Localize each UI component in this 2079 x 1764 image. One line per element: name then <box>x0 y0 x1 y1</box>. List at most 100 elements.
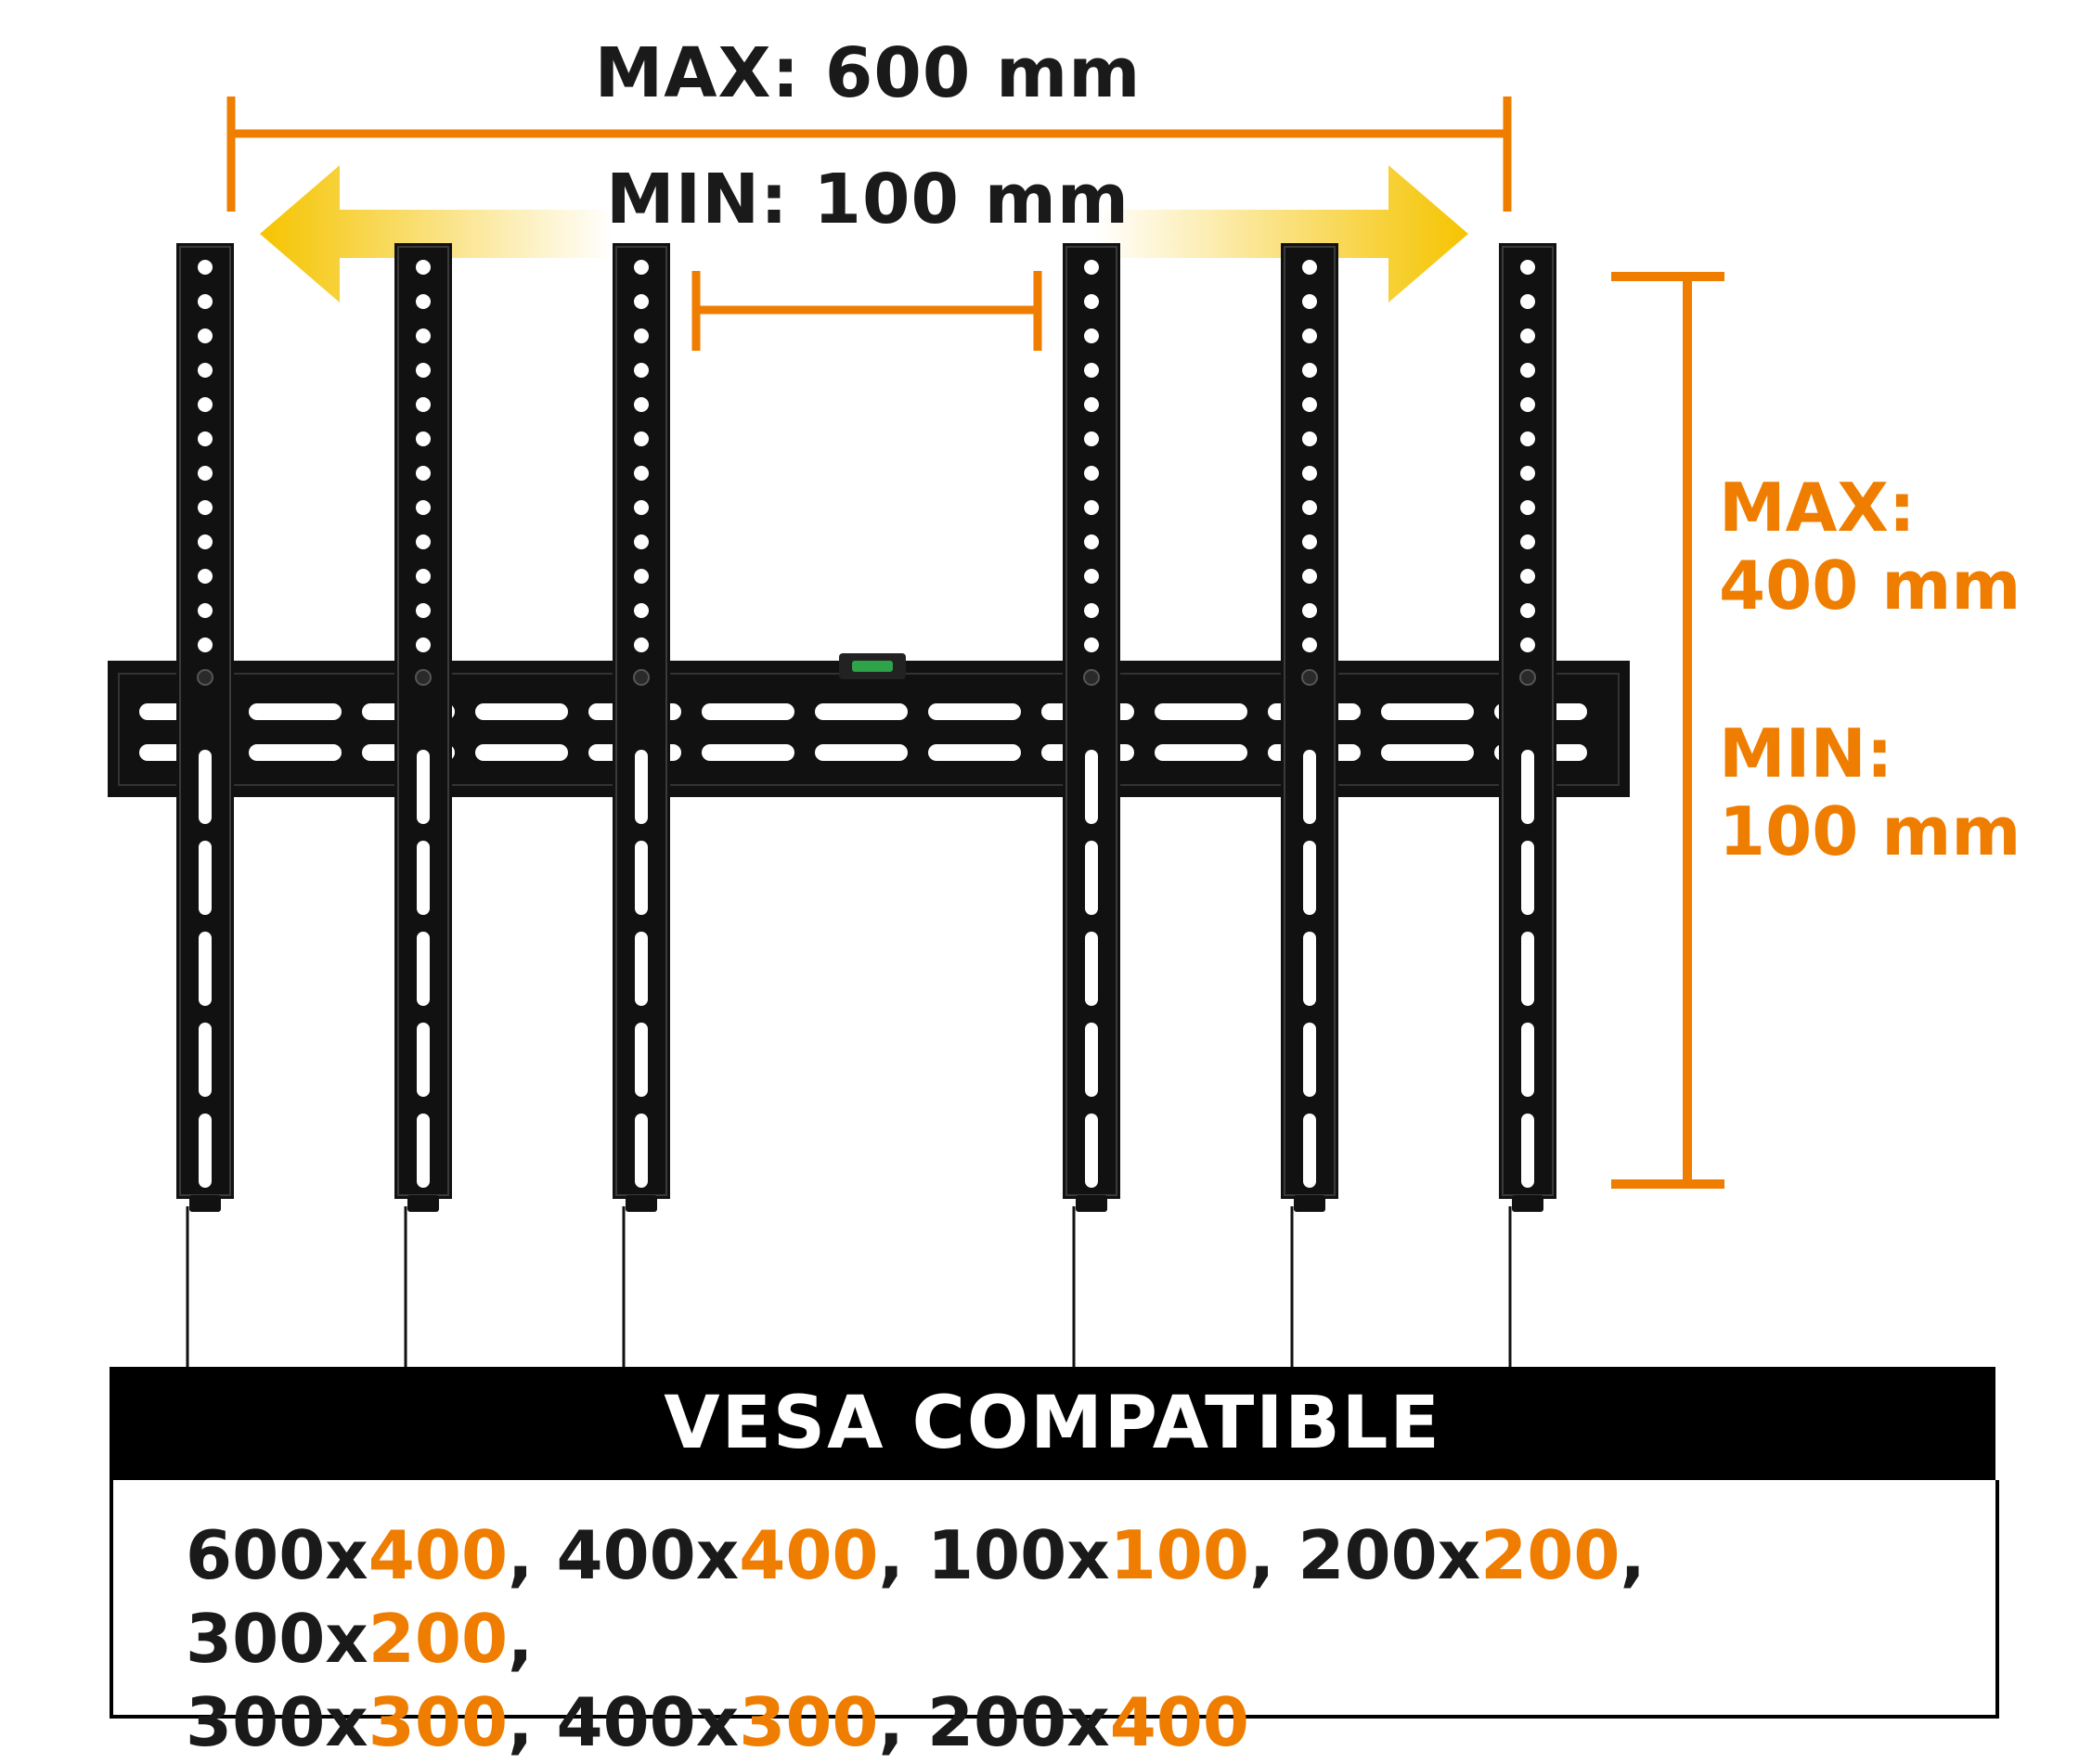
vesa-size-comma: , <box>878 1516 927 1594</box>
vesa-size-height: 200 <box>1480 1516 1621 1594</box>
arm-hole <box>416 431 431 446</box>
vesa-size-width: 100 <box>926 1516 1067 1594</box>
arm-slot <box>199 1114 212 1188</box>
vesa-size-width: 600 <box>186 1516 326 1594</box>
min-width-label: MIN: 100 mm <box>606 160 1130 239</box>
max-height-prefix: MAX: <box>1719 469 1916 547</box>
vesa-size-comma: , <box>878 1683 927 1761</box>
vesa-size-separator: x <box>1437 1516 1481 1594</box>
vesa-size-comma: , <box>508 1600 534 1678</box>
arm-hole <box>1520 260 1535 275</box>
arm-hole <box>1520 328 1535 343</box>
vesa-size-item: 400x400 <box>556 1516 878 1594</box>
arm-slot <box>1085 750 1098 824</box>
vesa-size-item: 400x300 <box>556 1683 878 1761</box>
arm-screw <box>197 669 213 686</box>
arm-hole <box>416 294 431 309</box>
arm-slot <box>1521 1023 1534 1097</box>
arm-hole <box>634 328 649 343</box>
arm-hole <box>1520 466 1535 481</box>
arm-hole <box>416 569 431 584</box>
min-width-dimension <box>691 271 1042 351</box>
arm-slot <box>199 750 212 824</box>
arm-hole <box>1084 328 1099 343</box>
arm-slot <box>1303 1023 1316 1097</box>
arm-slot <box>635 750 648 824</box>
vesa-size-width: 200 <box>1298 1516 1438 1594</box>
arm-hole <box>1084 603 1099 618</box>
arm-hole <box>634 466 649 481</box>
arm-slot <box>635 841 648 915</box>
arm-slot <box>417 1023 430 1097</box>
vesa-size-separator: x <box>695 1683 740 1761</box>
vesa-size-separator: x <box>325 1600 368 1678</box>
arm-hole <box>1520 603 1535 618</box>
arm-hole <box>1084 363 1099 378</box>
max-height-label: MAX: 400 mm <box>1719 469 2021 624</box>
plate-slot <box>702 703 794 720</box>
arm-hole <box>634 260 649 275</box>
arm-hole <box>198 294 213 309</box>
vesa-header: VESA COMPATIBLE <box>110 1367 1995 1480</box>
arm-hole <box>1302 500 1317 515</box>
arm-slot <box>1521 932 1534 1006</box>
arm-screw <box>1301 669 1318 686</box>
vesa-size-item: 300x300 <box>186 1683 508 1761</box>
vesa-size-comma: , <box>508 1683 557 1761</box>
plate-slot <box>475 703 568 720</box>
arm-foot <box>1294 1195 1325 1212</box>
arm-slot <box>417 750 430 824</box>
arm-hole <box>1302 328 1317 343</box>
arm-hole <box>634 569 649 584</box>
plate-slot <box>249 744 342 761</box>
vesa-size-separator: x <box>1066 1683 1110 1761</box>
arm-hole <box>1302 260 1317 275</box>
arm-hole <box>634 500 649 515</box>
plate-slot <box>1155 703 1247 720</box>
max-width-label: MAX: 600 mm <box>594 33 1142 113</box>
arm-foot <box>1512 1195 1543 1212</box>
plate-slot <box>928 744 1021 761</box>
arm-screw <box>633 669 650 686</box>
arm-slot <box>1521 841 1534 915</box>
arm-hole <box>198 328 213 343</box>
arm-hole <box>416 363 431 378</box>
arm-slot <box>199 841 212 915</box>
vesa-title: VESA COMPATIBLE <box>664 1382 1441 1465</box>
arm-hole <box>198 466 213 481</box>
arm-hole <box>198 431 213 446</box>
arm-hole <box>1302 534 1317 549</box>
arm-hole <box>634 363 649 378</box>
arrow-right-icon <box>1095 165 1468 303</box>
vesa-size-height: 200 <box>368 1600 509 1678</box>
arm-foot <box>626 1195 657 1212</box>
vesa-size-width: 400 <box>556 1516 696 1594</box>
vesa-size-separator: x <box>695 1516 740 1594</box>
arm-hole <box>198 637 213 652</box>
vesa-sizes-box: 600x400, 400x400, 100x100, 200x200, 300x… <box>110 1480 1999 1761</box>
arm-slot <box>1303 932 1316 1006</box>
plate-slot <box>1155 744 1247 761</box>
vesa-size-item: 100x100 <box>927 1516 1249 1594</box>
arm-slot <box>1085 932 1098 1006</box>
vesa-size-item: 600x400 <box>186 1516 508 1594</box>
arm-hole <box>1520 363 1535 378</box>
arm-slot <box>635 932 648 1006</box>
vertical-arm <box>1499 243 1556 1212</box>
arm-hole <box>1302 397 1317 412</box>
vesa-size-separator: x <box>1066 1516 1110 1594</box>
vesa-size-item: 200x400 <box>927 1683 1249 1761</box>
arm-slot <box>635 1114 648 1188</box>
arm-hole <box>198 534 213 549</box>
arm-slot <box>1085 841 1098 915</box>
arm-hole <box>1520 431 1535 446</box>
arm-slot <box>635 1023 648 1097</box>
arm-slot <box>1303 750 1316 824</box>
plate-slot <box>815 703 908 720</box>
arm-slot <box>199 1023 212 1097</box>
plate-slot <box>1381 744 1474 761</box>
arm-hole <box>198 397 213 412</box>
arm-hole <box>1520 500 1535 515</box>
arm-slot <box>1085 1023 1098 1097</box>
